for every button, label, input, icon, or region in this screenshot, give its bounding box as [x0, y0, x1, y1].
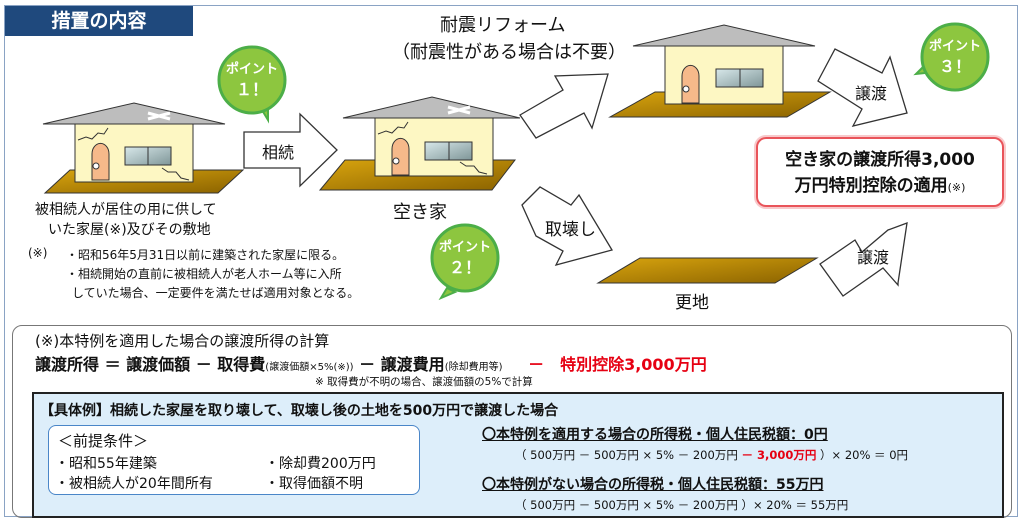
result-note: (※)	[947, 181, 966, 194]
with-special-case-calc: （ 500万円 － 500万円 × 5% － 200万円 － 3,000万円 ）…	[515, 447, 908, 463]
formula-special-deduction: － 特別控除3,000万円	[528, 355, 707, 374]
badge-number: ３！	[938, 57, 971, 76]
inherit-label: 相続	[262, 143, 295, 162]
transfer-arrow-bottom	[819, 222, 908, 297]
result-line-1: 空き家の譲渡所得3,000	[785, 150, 975, 170]
conditions-title: ＜前提条件＞	[58, 432, 149, 450]
transfer-label-top: 譲渡	[855, 84, 888, 103]
transfer-arrow-top	[817, 48, 908, 127]
note-line-3: していた場合、一定要件を満たせば適用対象となる。	[72, 286, 360, 300]
example-title: 【具体例】相続した家屋を取り壊して、取壊し後の土地を500万円で譲渡した場合	[40, 403, 559, 419]
badge-text: ポイント	[225, 62, 278, 77]
inherited-house-caption-1: 被相続人が居住の用に供して	[35, 202, 217, 218]
point-1-badge	[217, 45, 287, 124]
transfer-label-bottom: 譲渡	[857, 248, 890, 267]
calc-footnote: ※ 取得費が不明の場合、譲渡価額の5%で計算	[315, 376, 533, 388]
calc-text: （ 500万円 － 500万円 × 5% － 200万円	[515, 448, 742, 462]
note-line-2: ・相続開始の直前に被相続人が老人ホーム等に入所	[66, 267, 342, 281]
renovation-condition: （耐震性がある場合は不要）	[392, 42, 626, 63]
point-3-label: ポイント ３！	[925, 37, 985, 77]
inherited-house-caption-2: いた家屋(※)及びその敷地	[48, 222, 211, 238]
condition-item: ・除却費200万円	[265, 456, 376, 472]
section-header: 措置の内容	[5, 6, 193, 36]
point-3-badge	[913, 22, 990, 92]
badge-number: １！	[235, 80, 268, 99]
inherit-arrow	[243, 112, 338, 188]
calc-title: (※)本特例を適用した場合の譲渡所得の計算	[35, 332, 330, 350]
vacant-house-label: 空き家	[393, 202, 447, 223]
formula-part-2: － 譲渡費用	[359, 355, 445, 374]
without-special-case-title: 〇本特例がない場合の所得税・個人住民税額：55万円	[482, 474, 823, 494]
calc-deduction: － 3,000万円	[741, 448, 817, 462]
calc-formula: 譲渡所得 ＝ 譲渡価額 － 取得費(譲渡価額×5%(※)) － 譲渡費用(除却費…	[35, 351, 707, 375]
point-2-label: ポイント ２！	[435, 238, 495, 278]
result-line-2: 万円特別控除の適用	[794, 176, 948, 196]
demolish-arrow	[521, 186, 614, 267]
renovation-label: 耐震リフォーム	[440, 15, 566, 36]
formula-note-1: (譲渡価額×5%(※))	[265, 362, 354, 373]
inherited-house-illustration	[42, 102, 245, 194]
demolish-label: 取壊し	[545, 220, 596, 240]
condition-item: ・取得価額不明	[265, 476, 363, 492]
with-title-text: 〇本特例を適用する場合の所得税・個人住民税額：	[482, 427, 804, 443]
point-1-label: ポイント １！	[222, 60, 282, 100]
condition-item: ・昭和55年建築	[55, 456, 157, 472]
renovation-arrow	[519, 73, 609, 139]
badge-number: ２！	[448, 258, 481, 277]
without-special-case-calc: （ 500万円 － 500万円 × 5% － 200万円 ）× 20% ＝ 55…	[515, 498, 849, 512]
without-tax-value: 55万円	[776, 477, 824, 493]
point-2-badge	[430, 223, 500, 301]
condition-item: ・被相続人が20年間所有	[55, 476, 213, 492]
formula-part-1: 譲渡所得 ＝ 譲渡価額 － 取得費	[35, 355, 266, 374]
note-line-1: ・昭和56年5月31日以前に建築された家屋に限る。	[66, 248, 345, 262]
calc-text: ）× 20% ＝ 0円	[816, 448, 909, 462]
vacant-house-illustration	[318, 96, 521, 191]
vacant-land-illustration	[596, 257, 819, 284]
renovated-house-illustration	[608, 24, 832, 118]
with-special-case-title: 〇本特例を適用する場合の所得税・個人住民税額：0円	[482, 424, 828, 444]
without-title-text: 〇本特例がない場合の所得税・個人住民税額：	[482, 477, 776, 493]
diagram-illustration	[42, 22, 990, 301]
formula-note-2: (除却費用等)	[444, 362, 503, 373]
badge-text: ポイント	[438, 240, 491, 255]
with-tax-value: 0円	[804, 427, 828, 443]
badge-text: ポイント	[928, 39, 981, 54]
special-deduction-box: 空き家の譲渡所得3,000 万円特別控除の適用(※)	[756, 137, 1004, 207]
note-mark: (※)	[28, 246, 48, 260]
conditions-box	[48, 425, 420, 495]
vacant-land-label: 更地	[675, 293, 709, 313]
